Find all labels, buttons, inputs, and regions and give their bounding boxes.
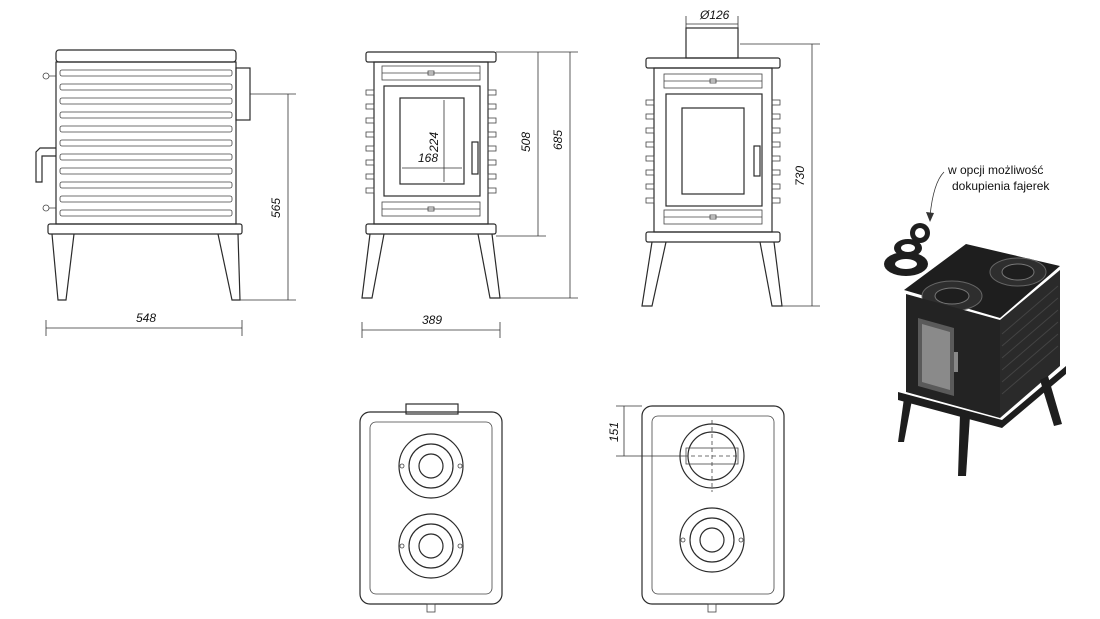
top-view-hotplates xyxy=(359,403,503,613)
side-leg-left xyxy=(51,233,75,301)
dim-door-height: 508 xyxy=(519,132,533,152)
dim-front-width: 389 xyxy=(422,313,442,327)
front-door-handle xyxy=(471,141,479,175)
side-view: 548 565 xyxy=(35,49,296,336)
rear-leg-left xyxy=(641,241,667,307)
dim-side-height: 565 xyxy=(269,198,283,218)
dim-side-width: 548 xyxy=(136,311,156,325)
side-ribs xyxy=(59,69,233,217)
front-leg-right xyxy=(477,233,501,299)
loose-hotplate-rings xyxy=(884,223,930,276)
note-line-1: w opcji możliwość xyxy=(947,163,1043,177)
front-leg-left xyxy=(361,233,385,299)
side-door-handle xyxy=(35,147,56,183)
dim-front-height: 685 xyxy=(551,130,565,150)
hotplate-single xyxy=(679,507,745,573)
dim-flue-diameter: Ø126 xyxy=(699,8,730,22)
flue-pipe xyxy=(685,27,739,59)
front-view: 224 168 389 508 685 xyxy=(361,51,578,338)
note-line-2: dokupienia fajerek xyxy=(952,179,1050,193)
stove-render xyxy=(884,223,1066,476)
hotplate-bottom xyxy=(398,513,464,579)
front-door xyxy=(383,85,481,197)
top-view-flue: 151 xyxy=(607,405,785,613)
rear-leg-right xyxy=(759,241,783,307)
dim-rear-height: 730 xyxy=(793,166,807,186)
side-leg-right xyxy=(217,233,241,301)
hotplate-top xyxy=(398,433,464,499)
note-arrow xyxy=(929,171,945,217)
note-callout: w opcji możliwość dokupienia fajerek xyxy=(926,163,1050,222)
rear-view: Ø126 730 xyxy=(641,8,820,307)
dim-top-flue-offset: 151 xyxy=(607,422,621,442)
dim-glass-height: 224 xyxy=(427,132,441,153)
front-door-glass xyxy=(399,97,465,185)
dim-glass-width: 168 xyxy=(418,151,438,165)
